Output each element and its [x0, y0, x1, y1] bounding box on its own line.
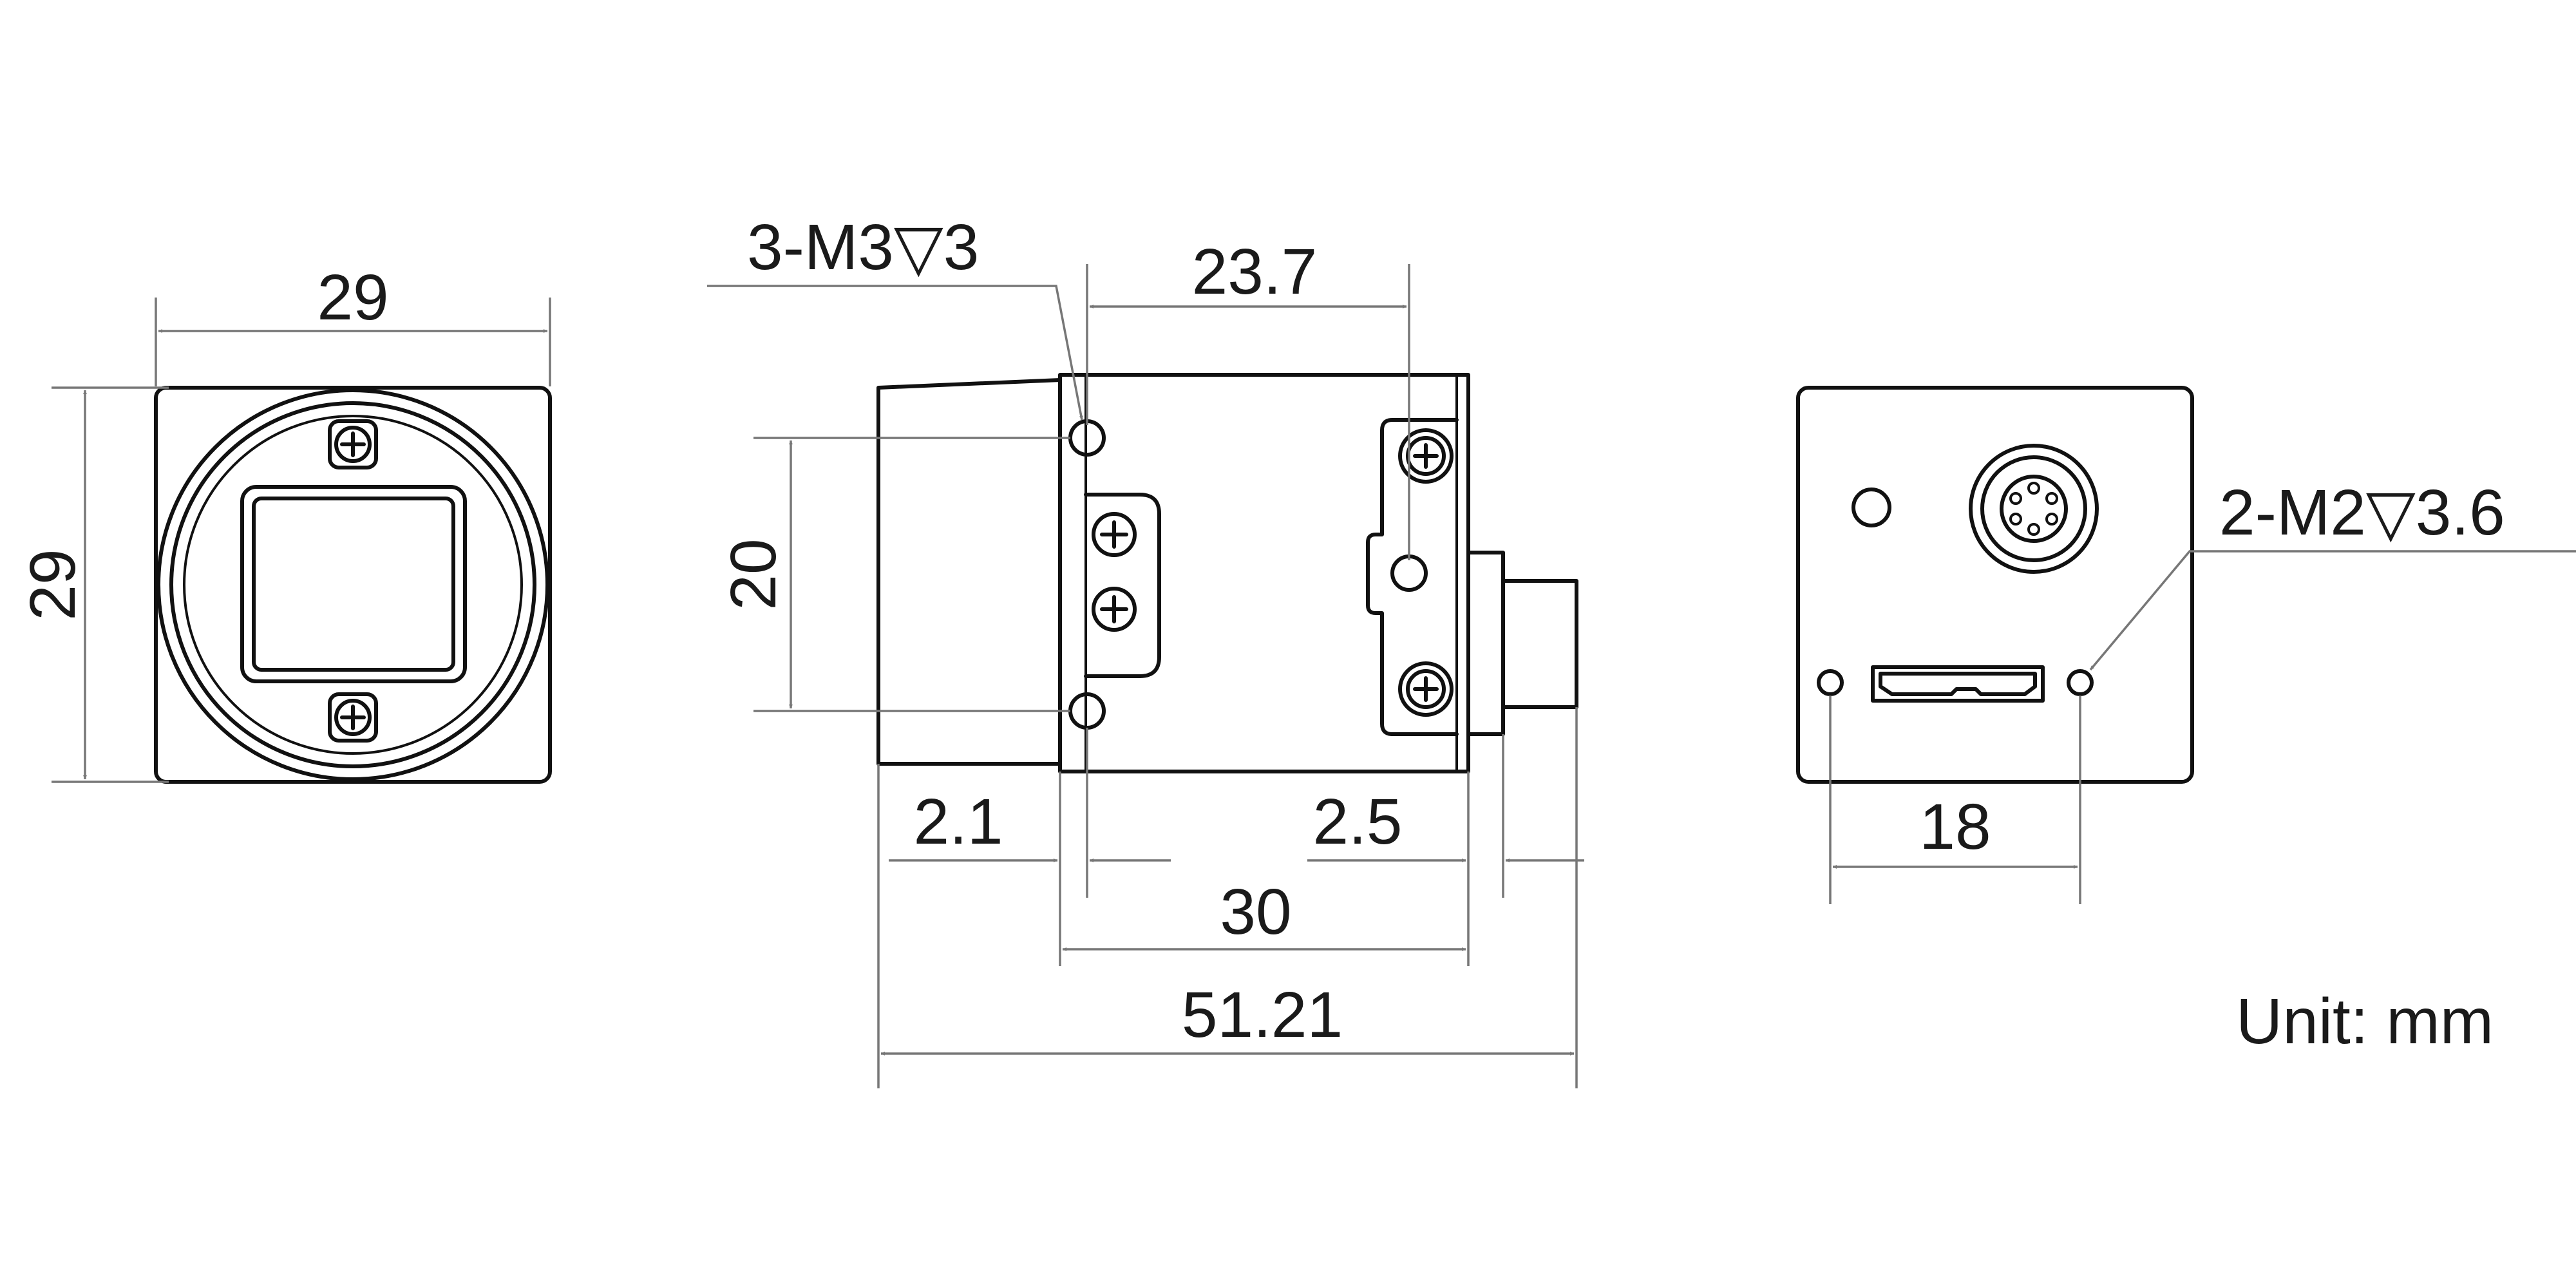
- lens-mount-outer-ring: [156, 388, 549, 781]
- front-screw-top: [328, 419, 378, 469]
- front-housing: [154, 386, 552, 784]
- front-view: 29 29: [17, 261, 552, 784]
- rear-view: 2-M2▽3.6 18: [1796, 386, 2576, 904]
- rear-m2-hole-left: [1817, 669, 1844, 696]
- side-hole-spacing-label: 23.7: [1192, 236, 1318, 308]
- side-total-length-label: 51.21: [1182, 979, 1343, 1051]
- side-m3-hole-right: [1390, 554, 1428, 592]
- front-width-label: 29: [317, 261, 388, 334]
- side-connector: [1466, 551, 1505, 736]
- side-bracket-screw-bottom: [1092, 587, 1137, 632]
- rear-thread-callout-leader: [2089, 550, 2576, 671]
- side-right-screw-top: [1398, 428, 1454, 484]
- lens-mount-inner-ring: [169, 401, 536, 768]
- side-rear-plate-profile: [1366, 418, 1459, 736]
- side-bracket-tab: [1084, 493, 1161, 678]
- side-bracket-screw-top: [1092, 512, 1137, 557]
- side-hole-pitch-label: 20: [717, 538, 790, 610]
- rear-usb-port: [1871, 665, 2045, 703]
- side-view: 3-M3▽3 23.7 20 2.1 2.5 30 51.21: [707, 211, 1584, 1088]
- side-right-screw-bottom: [1398, 661, 1454, 717]
- rear-power-io-connector: [1969, 444, 2099, 574]
- unit-label: Unit: mm: [2236, 985, 2494, 1057]
- rear-m2-hole-right: [2067, 669, 2094, 696]
- sensor-window-inner: [252, 497, 455, 672]
- rear-hole-spacing-label: 18: [1919, 791, 1991, 863]
- rear-housing: [1796, 386, 2194, 784]
- side-main-body: [1058, 373, 1470, 773]
- side-thread-callout-top: 3-M3▽3: [747, 211, 979, 283]
- sensor-window-outer: [240, 485, 467, 683]
- side-rear-offset-label: 2.5: [1312, 786, 1402, 858]
- front-height-label: 29: [17, 549, 89, 620]
- side-thread-callout-leader: [707, 285, 1083, 421]
- front-screw-bottom: [328, 692, 378, 743]
- rear-status-led: [1852, 488, 1891, 527]
- rear-thread-callout: 2-M2▽3.6: [2219, 477, 2505, 549]
- side-body-length-label: 30: [1220, 876, 1291, 948]
- lens-mount-thread-ring: [183, 415, 523, 755]
- side-front-offset-label: 2.1: [913, 786, 1003, 858]
